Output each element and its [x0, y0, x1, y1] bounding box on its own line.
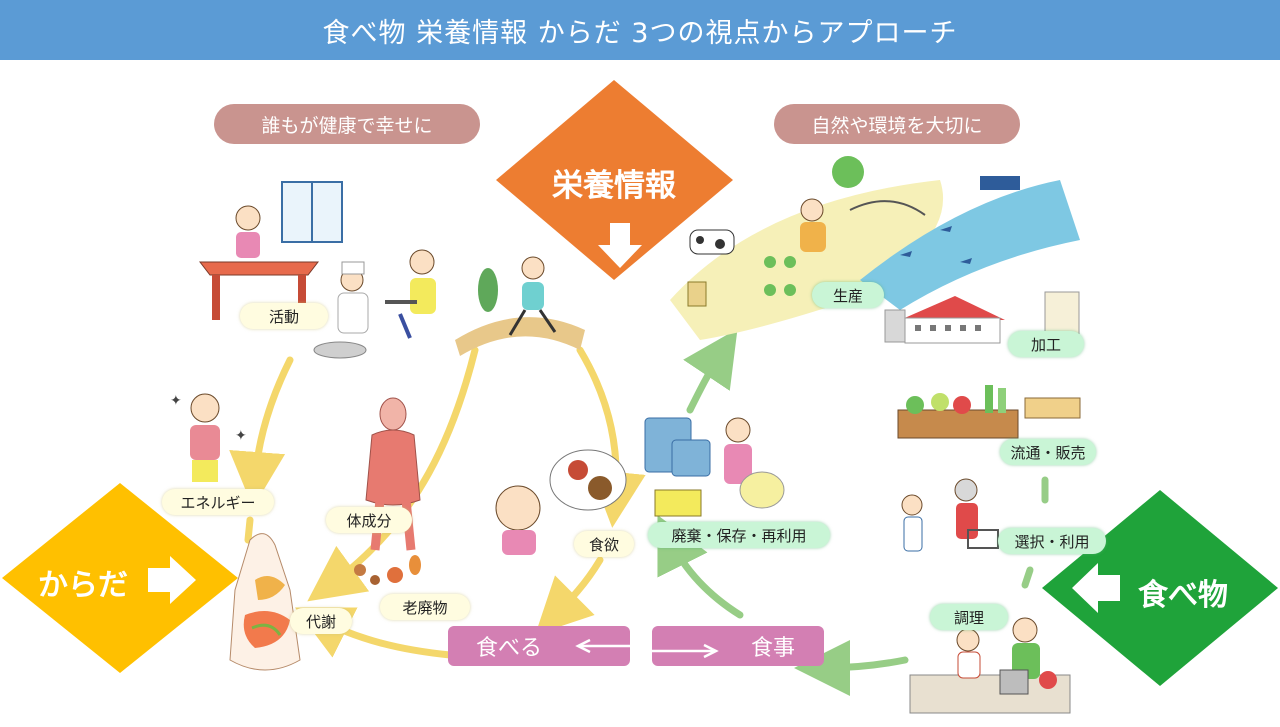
illustration-chef [313, 261, 369, 359]
tag-taiseibun: 体成分 [326, 507, 412, 533]
tag-rohaibutsu: 老廃物 [380, 594, 470, 620]
diamond-food-label: 食べ物 [1138, 578, 1228, 613]
illustration-hungry-child [495, 449, 627, 555]
tag-sentaku: 選択・利用 [998, 528, 1106, 554]
arrow-haiki-seisan [683, 328, 738, 414]
tag-chori: 調理 [930, 604, 1008, 630]
diamond-nutrition [496, 80, 733, 280]
pill-environment: 自然や環境を大切に [774, 104, 1020, 144]
illustration-waste-dots [354, 555, 421, 585]
tag-haiki: 廃棄・保存・再利用 [648, 522, 830, 548]
tag-ryutsu: 流通・販売 [1000, 439, 1096, 465]
diamond-nutrition-label: 栄養情報 [552, 168, 676, 204]
illustration-market [897, 385, 1081, 439]
tag-seisan: 生産 [812, 282, 884, 308]
arrow-shokuji-haiki [657, 514, 744, 619]
illustration-farm [670, 156, 1080, 340]
illustration-study-desk [198, 181, 343, 320]
arrow-run-taisha [307, 346, 479, 602]
page-title-banner: 食べ物 栄養情報 からだ 3つの視点からアプローチ [0, 0, 1280, 60]
svg-text:✦: ✦ [235, 428, 247, 444]
white-left-arrow-icon [1072, 563, 1120, 613]
tag-shokuyoku: 食欲 [574, 531, 634, 557]
pill-environment-label: 自然や環境を大切に [811, 114, 983, 137]
diamond-body [2, 483, 238, 673]
pill-health: 誰もが健康で幸せに [214, 104, 480, 144]
white-down-arrow-icon [598, 223, 642, 268]
illustration-runner [455, 256, 585, 356]
white-right-arrow-icon [148, 556, 196, 604]
tag-kako: 加工 [1008, 331, 1084, 357]
illustration-energetic-child: ✦ ✦ [170, 393, 247, 482]
tag-taisha: 代謝 [290, 608, 352, 634]
diamond-body-label: からだ [38, 568, 128, 603]
tag-energy: エネルギー [162, 489, 274, 515]
action-taberu: 食べる [448, 626, 630, 666]
arrow-shokuyoku-taberu [535, 556, 604, 635]
illustration-digestive-body [229, 533, 301, 671]
illustration-recycle [644, 417, 785, 517]
arrow-chori-shokuji [794, 639, 909, 696]
arrow-katsudo-energy [229, 356, 294, 508]
illustration-factory [884, 291, 1080, 344]
illustration-shoppers [901, 478, 999, 552]
svg-text:✦: ✦ [170, 393, 182, 409]
illustration-laptop-worker [385, 249, 436, 339]
page-title: 食べ物 栄養情報 からだ 3つの視点からアプローチ [322, 17, 958, 49]
illustration-cooking [909, 617, 1071, 714]
pill-health-label: 誰もが健康で幸せに [261, 114, 433, 137]
tag-katsudo: 活動 [240, 303, 328, 329]
action-shokuji: 食事 [652, 626, 824, 666]
